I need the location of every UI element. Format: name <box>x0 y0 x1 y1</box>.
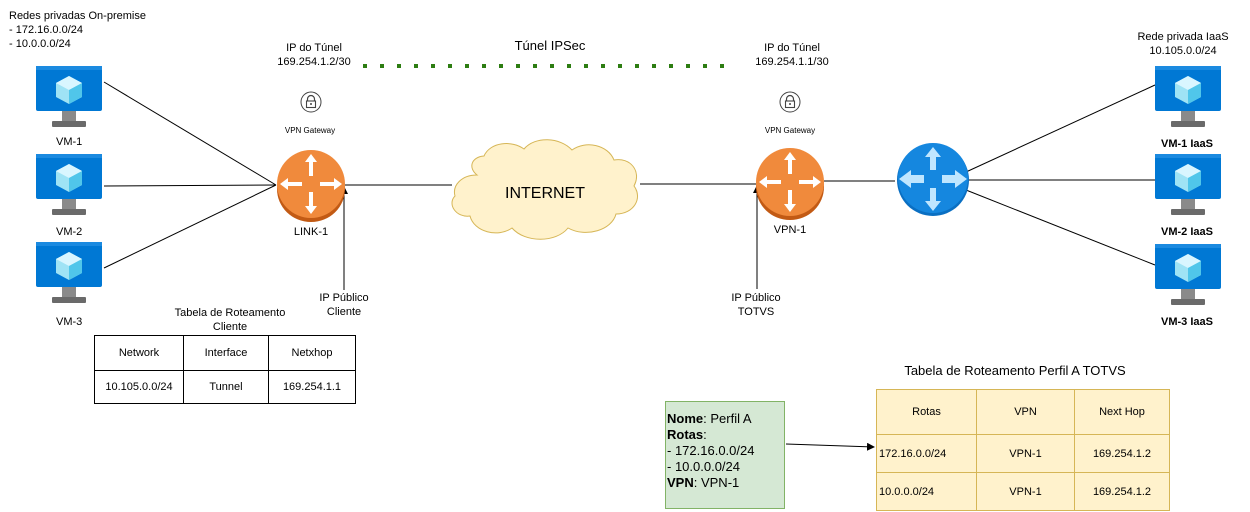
arrow-profile-table <box>785 442 875 451</box>
tunnel-left-ip-label: IP do Túnel <box>286 42 342 54</box>
right-gateway-caption: VPN Gateway <box>764 126 816 135</box>
vm-monitor-icon <box>36 66 102 127</box>
profile-routes-key: Rotas <box>667 427 704 442</box>
public-ip-client-line2: Cliente <box>326 306 362 318</box>
client-table-header: Interface <box>183 335 269 371</box>
vm-3-label: VM-3 <box>56 316 83 328</box>
lock-icon <box>779 91 801 113</box>
vm-1-label: VM-1 <box>56 136 83 148</box>
client-table-header: Network <box>94 335 184 371</box>
totvs-routing-table: Rotas VPN Next Hop 172.16.0.0/24 VPN-1 1… <box>876 389 1170 511</box>
vpn-gateway-right[interactable] <box>755 145 825 221</box>
lock-icon <box>300 91 322 113</box>
totvs-table-header: Next Hop <box>1074 389 1170 435</box>
vm-2[interactable] <box>36 152 102 220</box>
vm-monitor-icon <box>1155 154 1221 215</box>
client-table-cell: 10.105.0.0/24 <box>94 370 184 404</box>
internet-label: INTERNET <box>505 185 585 202</box>
profile-route-2: - 10.0.0.0/24 <box>667 459 740 474</box>
profile-name-key: Nome <box>667 411 704 426</box>
profile-routes-colon: : <box>703 427 707 442</box>
tunnel-left-ip: 169.254.1.2/30 <box>277 56 351 68</box>
vm-2-label: VM-2 <box>56 226 83 238</box>
iaas-title: Rede privada IaaS <box>1137 31 1229 43</box>
link-vm3-link1 <box>103 184 277 269</box>
link-vm2-link1 <box>103 184 277 187</box>
link-router-iaas-vm1 <box>965 84 1156 173</box>
client-table-cell: Tunnel <box>183 370 269 404</box>
public-ip-client-line1: IP Público <box>319 292 369 304</box>
tunnel-label: Túnel IPSec <box>514 38 586 53</box>
onprem-net-2: - 10.0.0.0/24 <box>9 38 71 50</box>
vm-monitor-icon <box>36 242 102 303</box>
profile-note: Nome: Perfil A Rotas: - 172.16.0.0/24 - … <box>665 401 785 509</box>
totvs-table-cell: 169.254.1.2 <box>1074 434 1170 473</box>
client-table-title-2: Cliente <box>212 321 248 333</box>
totvs-table-cell: 172.16.0.0/24 <box>876 434 977 473</box>
left-gateway-caption: VPN Gateway <box>284 126 336 135</box>
vpn-gateway-left[interactable] <box>276 147 346 223</box>
totvs-table-cell: 169.254.1.2 <box>1074 472 1170 511</box>
onprem-title: Redes privadas On-premise <box>9 10 146 22</box>
totvs-table-cell: 10.0.0.0/24 <box>876 472 977 511</box>
vpn-gateway-icon <box>277 150 345 222</box>
public-ip-totvs-line1: IP Público <box>731 292 781 304</box>
vm-monitor-icon <box>1155 244 1221 305</box>
router[interactable] <box>895 142 971 218</box>
onprem-net-1: - 172.16.0.0/24 <box>9 24 84 36</box>
tunnel-right-ip-label: IP do Túnel <box>764 42 820 54</box>
left-gateway-name: LINK-1 <box>293 226 329 238</box>
iaas-vm-2[interactable] <box>1155 152 1221 220</box>
iaas-vm-3-label: VM-3 IaaS <box>1161 316 1213 328</box>
profile-vpn-key: VPN <box>667 475 694 490</box>
profile-vpn-value: : VPN-1 <box>693 475 740 490</box>
cloud-icon <box>451 139 639 240</box>
vm-1[interactable] <box>36 64 102 132</box>
router-icon <box>897 143 969 216</box>
client-routing-table: Network Interface Netxhop 10.105.0.0/24 … <box>94 335 356 404</box>
client-table-cell: 169.254.1.1 <box>268 370 356 404</box>
link-router-iaas-vm3 <box>965 189 1156 266</box>
public-ip-totvs-line2: TOTVS <box>737 306 775 318</box>
totvs-table-cell: VPN-1 <box>976 472 1075 511</box>
client-table-title-1: Tabela de Roteamento <box>174 307 286 319</box>
link-vm1-link1 <box>103 81 277 186</box>
client-table-header: Netxhop <box>268 335 356 371</box>
iaas-vm-3[interactable] <box>1155 242 1221 310</box>
totvs-table-header: VPN <box>976 389 1075 435</box>
tunnel-right-ip: 169.254.1.1/30 <box>755 56 829 68</box>
profile-name-value: : Perfil A <box>703 411 752 426</box>
vm-monitor-icon <box>36 154 102 215</box>
iaas-vm-1-label: VM-1 IaaS <box>1161 138 1213 150</box>
iaas-vm-1[interactable] <box>1155 64 1221 132</box>
totvs-table-cell: VPN-1 <box>976 434 1075 473</box>
totvs-table-header: Rotas <box>876 389 977 435</box>
vm-monitor-icon <box>1155 66 1221 127</box>
right-gateway-name: VPN-1 <box>773 224 807 236</box>
vpn-gateway-icon <box>756 148 824 220</box>
profile-route-1: - 172.16.0.0/24 <box>667 443 755 458</box>
iaas-vm-2-label: VM-2 IaaS <box>1161 226 1213 238</box>
totvs-table-title: Tabela de Roteamento Perfil A TOTVS <box>904 363 1126 378</box>
vm-3[interactable] <box>36 240 102 308</box>
iaas-net: 10.105.0.0/24 <box>1149 45 1217 57</box>
